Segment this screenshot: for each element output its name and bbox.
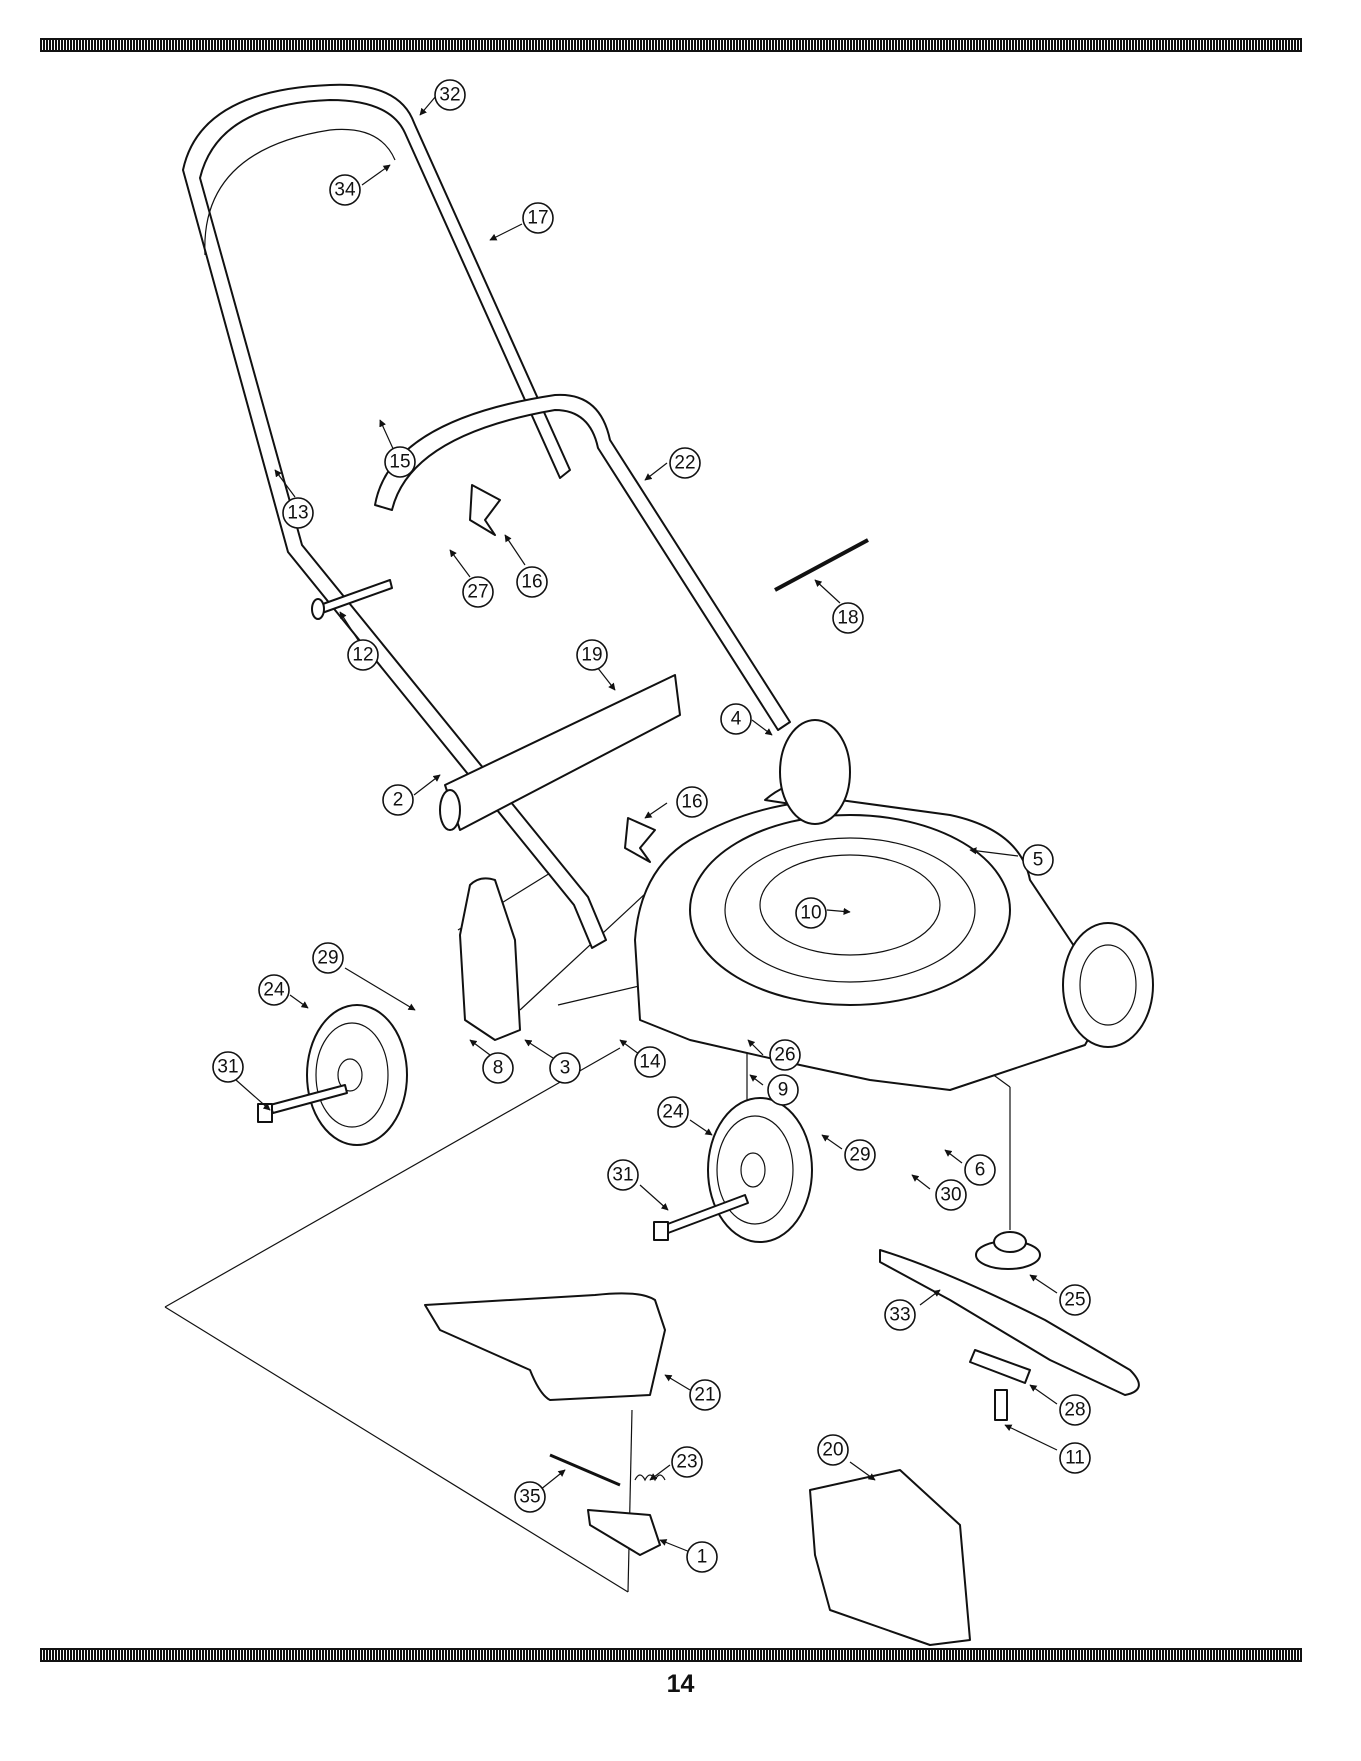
svg-text:23: 23	[676, 1452, 697, 1473]
handle-knob-upper	[470, 485, 500, 535]
svg-text:1: 1	[697, 1547, 708, 1568]
svg-text:22: 22	[674, 453, 695, 474]
callout-5: 5	[1023, 845, 1053, 875]
hinge-bracket	[588, 1510, 660, 1555]
mower-deck	[635, 782, 1099, 1090]
svg-text:30: 30	[940, 1185, 961, 1206]
rear-wheel-left	[780, 720, 850, 824]
svg-text:35: 35	[519, 1487, 540, 1508]
svg-text:28: 28	[1064, 1400, 1085, 1421]
callout-1: 1	[687, 1542, 717, 1572]
callout-6: 6	[965, 1155, 995, 1185]
blade-stiffener	[970, 1350, 1030, 1383]
rear-baffle	[440, 675, 680, 830]
callout-2: 2	[383, 785, 413, 815]
callout-32: 32	[435, 80, 465, 110]
callout-20: 20	[818, 1435, 848, 1465]
svg-text:32: 32	[439, 85, 460, 106]
svg-text:26: 26	[774, 1045, 795, 1066]
callout-8: 8	[483, 1053, 513, 1083]
svg-text:31: 31	[217, 1057, 238, 1078]
callout-31-left: 31	[213, 1052, 243, 1082]
svg-text:18: 18	[837, 608, 858, 629]
callout-35: 35	[515, 1482, 545, 1512]
callout-14: 14	[635, 1047, 665, 1077]
callout-16-lower: 16	[677, 787, 707, 817]
svg-text:27: 27	[467, 582, 488, 603]
svg-text:29: 29	[849, 1145, 870, 1166]
callout-33: 33	[885, 1300, 915, 1330]
front-wheel-left	[307, 1005, 407, 1145]
callout-16-upper: 16	[517, 567, 547, 597]
svg-text:5: 5	[1033, 850, 1044, 871]
callout-24-right: 24	[658, 1097, 688, 1127]
axle-rod	[775, 540, 868, 590]
svg-text:31: 31	[612, 1165, 633, 1186]
callout-12: 12	[348, 640, 378, 670]
svg-text:16: 16	[681, 792, 702, 813]
callout-21: 21	[690, 1380, 720, 1410]
svg-text:24: 24	[263, 980, 285, 1001]
svg-text:17: 17	[527, 208, 548, 229]
callout-23: 23	[672, 1447, 702, 1477]
svg-text:4: 4	[731, 709, 742, 730]
callout-30: 30	[936, 1180, 966, 1210]
callout-28: 28	[1060, 1395, 1090, 1425]
callout-18: 18	[833, 603, 863, 633]
callout-19: 19	[577, 640, 607, 670]
callout-9: 9	[768, 1075, 798, 1105]
svg-text:16: 16	[521, 572, 542, 593]
blade-bolt	[995, 1390, 1007, 1420]
hinge-pin	[550, 1455, 620, 1485]
callout-22: 22	[670, 448, 700, 478]
svg-text:10: 10	[800, 903, 821, 924]
blade-adapter	[976, 1232, 1040, 1269]
callout-15: 15	[385, 447, 415, 477]
page-number: 14	[0, 1670, 1361, 1699]
callout-34: 34	[330, 175, 360, 205]
svg-text:6: 6	[975, 1160, 986, 1181]
svg-text:3: 3	[560, 1058, 571, 1079]
discharge-chute	[425, 1293, 665, 1400]
callout-25: 25	[1060, 1285, 1090, 1315]
callout-31-right: 31	[608, 1160, 638, 1190]
callout-4: 4	[721, 704, 751, 734]
svg-text:14: 14	[639, 1052, 661, 1073]
callout-3: 3	[550, 1053, 580, 1083]
wheel-bolt-left-head	[258, 1104, 272, 1122]
callout-29-right: 29	[845, 1140, 875, 1170]
front-wheel-right	[708, 1098, 812, 1242]
callout-11: 11	[1060, 1443, 1090, 1473]
svg-text:33: 33	[889, 1305, 910, 1326]
height-adjuster-bracket	[460, 878, 520, 1040]
callout-24-left: 24	[259, 975, 289, 1005]
svg-text:24: 24	[662, 1102, 684, 1123]
torsion-spring	[635, 1475, 665, 1480]
svg-text:25: 25	[1064, 1290, 1085, 1311]
lower-handle	[375, 395, 790, 730]
svg-text:2: 2	[393, 790, 404, 811]
wheel-bolt-right-head	[654, 1222, 668, 1240]
callout-26: 26	[770, 1040, 800, 1070]
svg-text:8: 8	[493, 1058, 504, 1079]
rear-wheel-right	[1063, 923, 1153, 1047]
svg-text:13: 13	[287, 503, 308, 524]
svg-text:12: 12	[352, 645, 373, 666]
svg-text:29: 29	[317, 948, 338, 969]
callout-27: 27	[463, 577, 493, 607]
callout-10: 10	[796, 898, 826, 928]
mulch-plug	[810, 1470, 970, 1645]
callout-13: 13	[283, 498, 313, 528]
svg-text:11: 11	[1065, 1448, 1085, 1469]
callout-17: 17	[523, 203, 553, 233]
svg-text:19: 19	[581, 645, 602, 666]
svg-text:20: 20	[822, 1440, 843, 1461]
handle-knob-lower	[625, 818, 655, 862]
svg-text:21: 21	[694, 1385, 715, 1406]
svg-text:34: 34	[334, 180, 356, 201]
svg-text:9: 9	[778, 1080, 789, 1101]
svg-text:15: 15	[389, 452, 410, 473]
callout-29-left: 29	[313, 943, 343, 973]
